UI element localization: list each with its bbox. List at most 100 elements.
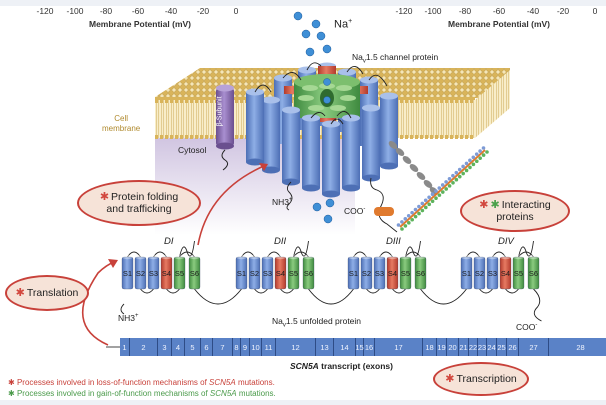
- helix-DIV-S5: S5: [512, 254, 525, 290]
- filament-bead: [423, 198, 428, 203]
- arrowhead-folding: [259, 163, 268, 171]
- exon-3: 3: [158, 338, 172, 356]
- helix-DIV-S1: S1: [460, 254, 473, 290]
- channel-protein-label: Nav1.5 channel protein: [352, 52, 438, 65]
- filament-bead: [417, 204, 421, 209]
- helix-DI-S6: S6: [188, 254, 201, 290]
- helix-DIII-S2: S2: [360, 254, 373, 290]
- helix-label: S1: [237, 269, 246, 278]
- loss-of-function-star-icon: ✱: [99, 191, 110, 203]
- coo-text: COO: [344, 206, 364, 216]
- helix-DI-S4: S4: [160, 254, 173, 290]
- bottom-band: [0, 400, 606, 405]
- filament-bead: [481, 153, 486, 157]
- exon-5: 5: [185, 338, 201, 356]
- cell-label-line2: membrane: [102, 124, 141, 133]
- legend-loss-of-function: ✱ Processes involved in loss-of-function…: [8, 378, 275, 387]
- filament-bead: [447, 177, 452, 181]
- helix-DII-S2: S2: [248, 254, 261, 290]
- coo-terminal-block: [374, 207, 394, 216]
- exon-20: 20: [447, 338, 459, 356]
- arrow-heads: [108, 163, 268, 268]
- exon-18: 18: [423, 338, 437, 356]
- filament-bead: [440, 183, 445, 187]
- axis-label: Membrane Potential (mV): [88, 19, 192, 29]
- filament-bead: [447, 184, 452, 188]
- helix-label: S1: [349, 269, 358, 278]
- exon-26: 26: [507, 338, 519, 356]
- filament-bead: [406, 213, 411, 218]
- helix-label: S4: [388, 269, 397, 278]
- axis-label: Membrane Potential (mV): [447, 19, 551, 29]
- exon-13: 13: [316, 338, 334, 356]
- helix-DII-S6: S6: [302, 254, 315, 290]
- nh3-text: NH3: [272, 197, 290, 207]
- axis-tick: -120: [36, 6, 54, 16]
- axis-tick: -80: [99, 6, 113, 16]
- beta-subunit-label: β-Subunit: [216, 96, 224, 127]
- filament-bead: [474, 152, 479, 156]
- helix-label: S1: [462, 269, 471, 278]
- nh3-charge: +: [289, 197, 293, 204]
- coo-text: COO: [516, 322, 536, 332]
- filament-bead: [400, 220, 404, 224]
- exon-11: 11: [262, 338, 276, 356]
- filament-bead: [430, 192, 435, 196]
- gain-of-function-star-icon: ✱: [490, 199, 500, 211]
- membrane-side: [475, 70, 510, 138]
- axis-tick: -20: [196, 6, 210, 16]
- top-band: [0, 0, 606, 6]
- axis-tick: -40: [526, 6, 540, 16]
- sodium-ions: [293, 11, 335, 224]
- nh3-charge: +: [135, 313, 139, 320]
- helix-DI-S3: S3: [147, 254, 160, 290]
- nh3-text: NH3: [118, 313, 136, 323]
- filament-bead: [471, 162, 476, 167]
- oval-line2: and trafficking: [106, 203, 172, 215]
- label-prefix: Na: [272, 316, 283, 326]
- cytosol-label: Cytosol: [178, 145, 207, 155]
- exon-7: 7: [213, 338, 233, 356]
- channel-loops: [254, 62, 398, 233]
- coo-charge: -: [363, 206, 366, 213]
- filament-bead: [407, 221, 411, 225]
- filament-bead: [475, 159, 479, 164]
- legend-gene: SCN5A: [209, 389, 237, 398]
- axis-tick: -120: [395, 6, 413, 16]
- helix-DIV-S4: S4: [499, 254, 512, 290]
- exon-25: 25: [497, 338, 507, 356]
- unfolded-protein-backbone: [120, 240, 542, 322]
- protein-folding-oval: ✱Protein folding and trafficking: [77, 180, 201, 226]
- helix-label: S6: [304, 269, 313, 278]
- legend-suffix: mutations.: [235, 378, 275, 387]
- sodium-ion-label: Na+: [334, 18, 352, 31]
- label-sub: v: [282, 322, 286, 329]
- filament-bead: [410, 217, 415, 222]
- helix-label: S4: [276, 269, 285, 278]
- helix-DI-S5: S5: [173, 254, 186, 290]
- arrow-folding: [197, 164, 267, 246]
- filament-bead: [464, 161, 469, 166]
- helix-DIII-S5: S5: [399, 254, 412, 290]
- filament-bead: [403, 224, 408, 228]
- filament-bead: [437, 186, 442, 190]
- exon-2: 2: [130, 338, 158, 356]
- filament-bead: [424, 205, 428, 210]
- unfolded-nh3-label: NH3+: [118, 313, 139, 323]
- filament-bead: [427, 202, 432, 207]
- filament-bead: [434, 189, 438, 193]
- helix-DII-S5: S5: [287, 254, 300, 290]
- helix-label: S2: [475, 269, 484, 278]
- exon-6: 6: [201, 338, 213, 356]
- filament-bead: [403, 217, 408, 221]
- filament-bead: [420, 201, 425, 206]
- ion-charge: +: [348, 18, 353, 25]
- helix-label: S6: [190, 269, 199, 278]
- exon-21: 21: [459, 338, 469, 356]
- ion-symbol: Na: [334, 18, 349, 31]
- filament-bead: [454, 170, 459, 175]
- helix-DI-S1: S1: [121, 254, 134, 290]
